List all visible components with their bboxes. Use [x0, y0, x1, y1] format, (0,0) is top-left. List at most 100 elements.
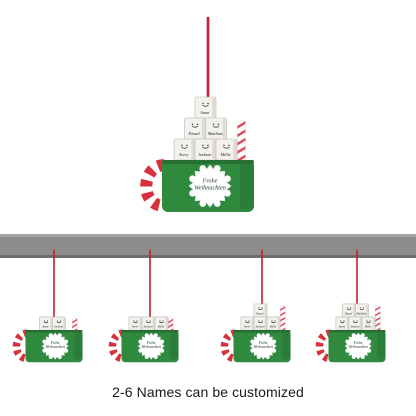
- greeting-text: Frohe: [50, 341, 61, 345]
- eye-icon: [136, 320, 138, 322]
- greeting-text: Frohe: [258, 341, 269, 345]
- marshmallow-cube: Matthias: [355, 303, 369, 318]
- eye-icon: [261, 320, 263, 322]
- eye-icon: [228, 144, 230, 147]
- marshmallow-cube: Avery: [128, 316, 143, 331]
- eye-icon: [162, 320, 164, 322]
- smile-icon: [133, 321, 138, 324]
- eye-icon: [56, 320, 58, 322]
- eye-icon: [43, 320, 45, 322]
- marshmallow-cube: Jackson: [52, 316, 66, 331]
- eye-icon: [159, 320, 161, 322]
- eye-icon: [207, 102, 209, 105]
- cube-name-label: Avery: [41, 325, 49, 328]
- smile-icon: [271, 321, 276, 324]
- smile-icon: [191, 125, 199, 128]
- marshmallow-cube: Avery: [335, 316, 350, 331]
- eye-icon: [181, 144, 183, 147]
- display-bar: [0, 234, 416, 258]
- eye-icon: [359, 307, 361, 309]
- eye-icon: [133, 320, 135, 322]
- marshmallow-cube: Millie: [361, 316, 376, 331]
- smile-icon: [258, 321, 263, 324]
- cube-name-label: Jackson: [54, 325, 64, 328]
- eye-icon: [223, 144, 225, 147]
- cube-name-label: Dinael: [344, 312, 353, 315]
- smile-icon: [340, 321, 345, 324]
- eye-icon: [60, 320, 62, 322]
- marshmallow-cube: Avery: [173, 138, 196, 161]
- cube-name-label: Anna: [199, 110, 209, 115]
- cube-name-label: Millie: [364, 325, 372, 328]
- smile-icon: [223, 146, 230, 149]
- eye-icon: [258, 320, 260, 322]
- smile-icon: [346, 308, 352, 311]
- cube-name-label: Matthias: [355, 312, 366, 315]
- smile-icon: [353, 321, 358, 324]
- smile-icon: [359, 308, 365, 311]
- eye-icon: [186, 144, 188, 147]
- candy-cane-icon: [280, 305, 286, 333]
- eye-icon: [363, 307, 365, 309]
- eye-icon: [191, 123, 194, 126]
- cube-name-label: Dinael: [187, 131, 200, 136]
- smile-icon: [366, 321, 371, 324]
- eye-icon: [366, 320, 368, 322]
- eye-icon: [356, 320, 358, 322]
- cube-name-label: Millie: [157, 325, 165, 328]
- marshmallow-cube: Millie: [266, 316, 281, 331]
- cube-name-label: Jackson: [350, 325, 360, 328]
- greeting-text: Weihnachten: [348, 345, 368, 349]
- eye-icon: [261, 307, 263, 309]
- cube-name-label: Avery: [131, 325, 139, 328]
- mug-handle: [315, 329, 335, 363]
- cube-name-label: Jackson: [198, 152, 212, 157]
- marshmallow-cube: Jackson: [348, 316, 363, 331]
- smile-icon: [202, 146, 209, 149]
- eye-icon: [46, 320, 48, 322]
- marshmallow-cube: Anna: [194, 96, 217, 119]
- mug-handle: [220, 329, 240, 363]
- candy-cane-icon: [237, 119, 246, 163]
- candy-cane-icon: [375, 305, 381, 333]
- marshmallow-cube: Avery: [240, 316, 255, 331]
- eye-icon: [346, 307, 348, 309]
- marshmallow-cube: Matthias: [205, 117, 227, 140]
- marshmallow-cube: Avery: [39, 316, 53, 331]
- eye-icon: [207, 144, 209, 147]
- eye-icon: [340, 320, 342, 322]
- mug-handle: [140, 159, 171, 212]
- cube-name-label: Matthias: [207, 131, 223, 136]
- marshmallow-cube: Jackson: [194, 138, 217, 161]
- mug-handle: [108, 329, 128, 363]
- eye-icon: [202, 144, 204, 147]
- eye-icon: [258, 307, 260, 309]
- smile-icon: [202, 104, 209, 107]
- greeting-text: Weihnachten: [45, 345, 65, 349]
- eye-icon: [202, 102, 204, 105]
- smile-icon: [56, 321, 62, 324]
- greeting-text: Weihnachten: [194, 184, 226, 191]
- eye-icon: [271, 320, 273, 322]
- eye-icon: [349, 307, 351, 309]
- eye-icon: [245, 320, 247, 322]
- caption-text: 2-6 Names can be customized: [112, 384, 304, 400]
- eye-icon: [369, 320, 371, 322]
- smile-icon: [181, 146, 188, 149]
- eye-icon: [343, 320, 345, 322]
- smile-icon: [212, 125, 220, 128]
- mug-handle: [12, 329, 32, 363]
- marshmallow-cube: Jackson: [141, 316, 156, 331]
- cube-name-label: Avery: [178, 152, 189, 157]
- marshmallow-cube: Dinael: [253, 303, 268, 318]
- greeting-text: Frohe: [146, 341, 157, 345]
- cube-name-label: Avery: [338, 325, 346, 328]
- smile-icon: [146, 321, 151, 324]
